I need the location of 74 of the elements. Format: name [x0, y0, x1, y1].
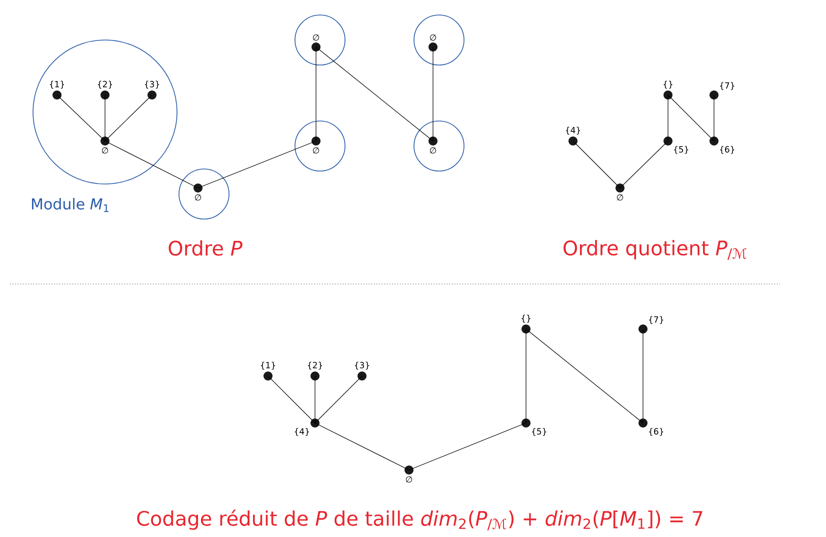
node-label: ∅ [430, 147, 436, 154]
node-label: {} [522, 314, 530, 323]
graph-vertex: {1} [260, 362, 276, 380]
edge-line [572, 140, 620, 188]
node-label: {7} [649, 316, 664, 324]
graph-vertex: {5} [522, 418, 546, 436]
node-label: ∅ [312, 147, 320, 154]
node-label: ∅ [194, 194, 202, 201]
edge-line [314, 422, 410, 470]
node-label: {2} [308, 362, 322, 370]
group-circle [414, 14, 464, 66]
node-label: {6} [720, 146, 734, 154]
graph-vertex: {7} [710, 82, 734, 100]
node-label: {1} [50, 80, 64, 89]
node-label: ∅ [406, 476, 412, 483]
node-label: ∅ [102, 147, 108, 154]
graph-vertex: {3} [354, 362, 370, 380]
edge-line [526, 328, 644, 424]
graph-vertex: ∅ [428, 136, 438, 154]
node-label: {4} [294, 428, 309, 436]
node-label: {5} [674, 146, 688, 154]
node-label: {7} [720, 82, 734, 90]
graph-vertex: {} [522, 314, 530, 334]
graph-vertex: ∅ [312, 34, 320, 52]
node-label: ∅ [616, 194, 624, 201]
graph-vertex: {} [664, 80, 672, 100]
group-circle [414, 120, 464, 172]
graph-vertex: {6} [638, 418, 664, 436]
node-label: {6} [649, 428, 664, 436]
module-label: Module M$_{1}$ [32, 198, 108, 212]
graph-vertex: {4} [294, 418, 320, 436]
graph-vertex: {3} [144, 80, 160, 100]
graph-vertex: {2} [98, 80, 112, 100]
graph-vertex: {6} [710, 136, 734, 154]
edge-line [104, 140, 198, 188]
caption: Ordre P [168, 240, 242, 256]
edge-line [620, 140, 668, 188]
node-label: {5} [532, 428, 546, 436]
edge-line [314, 376, 362, 424]
edge-line [642, 328, 644, 424]
caption: Ordre quotient P$_{/ℳ}$ [564, 240, 747, 260]
edge-line [432, 46, 434, 142]
node-label: {2} [98, 80, 112, 89]
group-circle [294, 14, 346, 66]
node-label: {3} [144, 80, 160, 89]
edge-line [408, 422, 526, 470]
edge-line [668, 94, 714, 142]
caption: Codage réduit de P de taille dim$_{2}$(P$_{/ℳ}$) + dim$_{2}$(P[M$_{1}$]) = 7 [137, 510, 702, 530]
edge-line [104, 94, 106, 142]
node-label: {1} [260, 362, 276, 370]
node-label: ∅ [430, 34, 436, 41]
graph-vertex: {4} [566, 126, 580, 146]
node-label: {} [664, 80, 672, 89]
group-circle [294, 120, 346, 172]
edge-line [314, 376, 316, 424]
node-label: {4} [566, 126, 580, 135]
group-circle [178, 168, 230, 220]
graph-vertex: ∅ [616, 184, 624, 200]
edge-line [268, 376, 316, 424]
graph-vertex: ∅ [312, 136, 320, 154]
node-label: ∅ [312, 34, 320, 41]
graph-vertex: {7} [638, 316, 664, 334]
graph-vertex: {2} [308, 362, 322, 380]
graph-vertex: ∅ [428, 34, 438, 52]
graph-vertex: ∅ [194, 184, 202, 200]
graph-vertex: {1} [50, 80, 64, 100]
graph-vertex: ∅ [100, 136, 110, 154]
edge-line [104, 94, 152, 142]
node-label: {3} [354, 362, 370, 370]
graph-vertex: {5} [664, 136, 688, 154]
edge-line [316, 46, 434, 142]
graph-vertex: ∅ [404, 466, 414, 482]
edge-line [198, 140, 316, 188]
edge-line [56, 94, 106, 142]
